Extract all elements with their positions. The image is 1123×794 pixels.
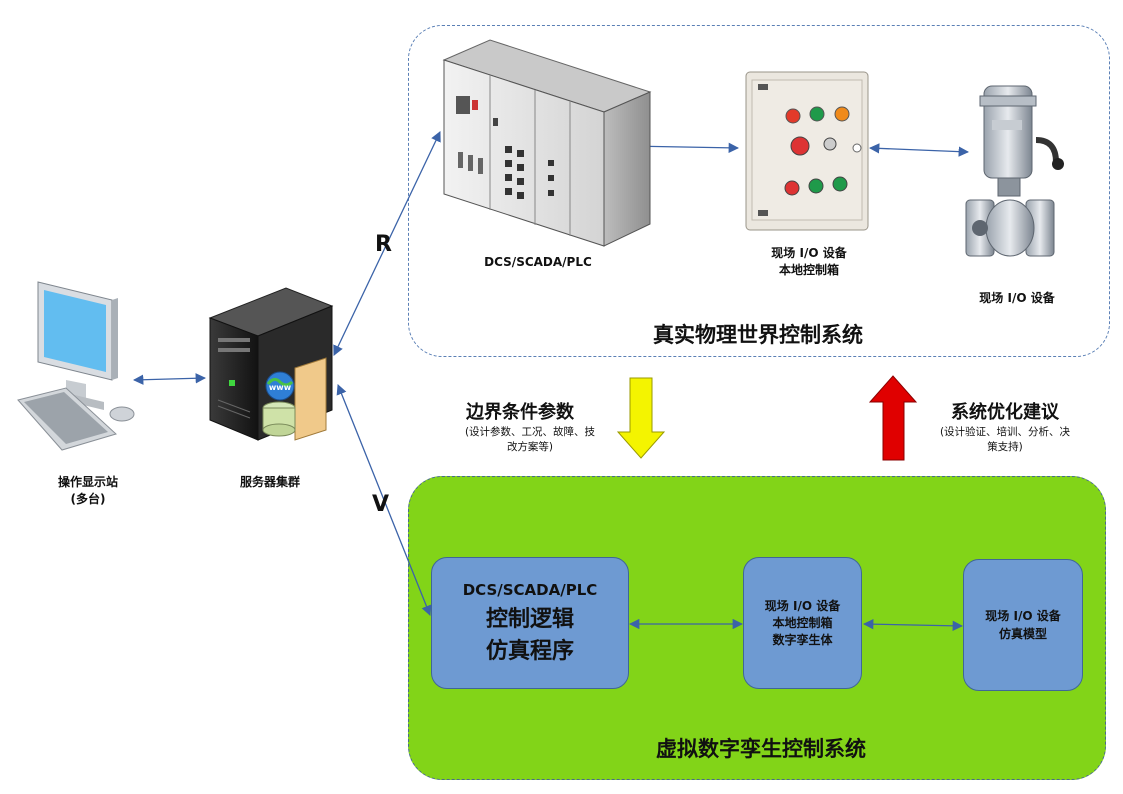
virtual-local-line3: 数字孪生体 xyxy=(772,632,833,647)
boundary-conditions-detail-line1: (设计参数、工况、故障、技 xyxy=(464,426,596,438)
virtual-local-line2: 本地控制箱 xyxy=(772,615,833,630)
optimization-detail-line1: (设计验证、培训、分析、决 xyxy=(939,426,1071,438)
virtual-dcs-line2: 控制逻辑 xyxy=(485,607,574,632)
boundary-conditions-title: 边界条件参数 xyxy=(466,402,574,423)
virtual-field-box: 现场 I/O 设备 仿真模型 xyxy=(963,559,1083,691)
server-icon: www xyxy=(208,287,334,441)
local-control-box-icon xyxy=(745,71,869,231)
optimization-detail-line2: 策支持) xyxy=(987,441,1023,453)
virtual-system-title: 虚拟数字孪生控制系统 xyxy=(656,737,866,761)
field-device-label: 现场 I/O 设备 xyxy=(979,291,1055,305)
dcs-label: DCS/SCADA/PLC xyxy=(484,255,592,269)
computer-icon xyxy=(17,281,135,451)
virtual-dcs-line3: 仿真程序 xyxy=(485,639,574,664)
operator-station-label-line2: (多台) xyxy=(70,492,106,506)
boundary-conditions-detail-line2: 改方案等) xyxy=(506,441,554,453)
local-box-label-line2: 本地控制箱 xyxy=(778,263,839,277)
optimization-title: 系统优化建议 xyxy=(951,402,1059,423)
operator-station-label: 操作显示站 (多台) xyxy=(38,473,138,507)
virtual-path-link xyxy=(336,384,432,616)
station-server-link xyxy=(132,373,207,385)
optimization-detail: (设计验证、培训、分析、决 策支持) xyxy=(915,424,1095,454)
boundary-arrow-down xyxy=(616,377,666,459)
virtual-dcs-box: DCS/SCADA/PLC 控制逻辑 仿真程序 xyxy=(431,557,629,689)
virtual-field-line2: 仿真模型 xyxy=(998,627,1047,641)
virtual-path-label: V xyxy=(372,492,390,517)
localbox-field-link xyxy=(868,143,970,157)
vlocal-vfield-link xyxy=(862,618,964,632)
local-box-label: 现场 I/O 设备 本地控制箱 xyxy=(754,244,864,278)
real-path-link xyxy=(333,131,441,356)
local-box-label-line1: 现场 I/O 设备 xyxy=(771,246,847,260)
virtual-dcs-line1: DCS/SCADA/PLC xyxy=(462,581,598,599)
valve-actuator-icon xyxy=(965,85,1064,257)
virtual-local-box: 现场 I/O 设备 本地控制箱 数字孪生体 xyxy=(743,557,862,689)
real-path-label: R xyxy=(375,232,392,257)
virtual-local-line1: 现场 I/O 设备 xyxy=(764,598,841,613)
server-cluster-label: 服务器集群 xyxy=(239,475,300,489)
dcs-cabinet-icon xyxy=(442,39,652,247)
optimization-arrow-up xyxy=(868,375,918,461)
svg-text:www: www xyxy=(269,383,292,392)
physical-system-title: 真实物理世界控制系统 xyxy=(653,323,863,347)
operator-station-label-line1: 操作显示站 xyxy=(57,475,118,489)
virtual-field-line1: 现场 I/O 设备 xyxy=(985,609,1061,623)
boundary-conditions-detail: (设计参数、工况、故障、技 改方案等) xyxy=(440,424,620,454)
